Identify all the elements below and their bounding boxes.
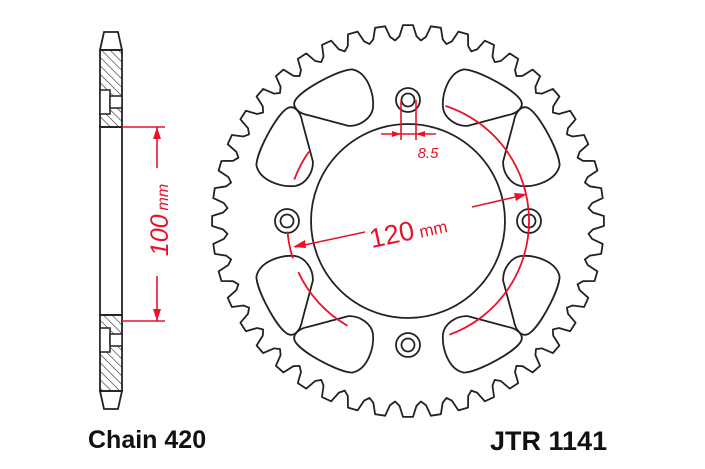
chain-label: Chain 420 [88, 426, 207, 454]
lightening-window [255, 106, 314, 188]
bolt-hole [400, 92, 416, 108]
bolt-hole [400, 337, 416, 353]
bolt-hole-dimension-label: 8.5 [418, 145, 440, 162]
bolt-recess-top-inner [109, 95, 123, 109]
bolt-hole-boss [395, 87, 421, 113]
arrow-head-icon [153, 309, 161, 321]
bolt-recess-bottom [99, 327, 111, 353]
bolt-recess-bottom-inner [109, 333, 123, 347]
part-number: JTR 1141 [490, 426, 608, 456]
center-bore [310, 123, 506, 319]
tooth-tip-top [98, 31, 124, 51]
hub-section [99, 126, 123, 316]
bolt-circle-arc [293, 151, 310, 180]
sprocket-teeth-outline [211, 24, 605, 418]
bolt-circle-dimension-label: 120mm [367, 208, 450, 254]
bolt-hole-boss [395, 332, 421, 358]
bolt-circle-arc [286, 231, 294, 259]
lightening-window [441, 315, 523, 374]
bolt-circle-dimension-line-left [294, 231, 366, 248]
arrow-head-icon [514, 193, 527, 201]
bolt-recess-top [99, 89, 111, 115]
bolt-circle-arc [297, 271, 348, 327]
bolt-hole-boss [274, 208, 300, 234]
lightening-window [293, 68, 375, 127]
arrow-head-icon [293, 240, 306, 248]
arrow-head-icon [153, 127, 161, 139]
bolt-circle-arc [445, 105, 530, 336]
lightening-window [255, 254, 314, 336]
bolt-hole [279, 213, 295, 229]
tooth-tip-bottom [98, 390, 124, 410]
lightening-window [441, 68, 523, 127]
lightening-window [502, 106, 561, 188]
sprocket-side-profile [98, 31, 124, 410]
hub-bore-dimension-label: 100mm [146, 184, 174, 256]
hatched-section-bottom [99, 314, 123, 392]
lightening-window [293, 315, 375, 374]
arrow-head-icon [416, 131, 425, 137]
arrow-head-icon [392, 131, 401, 137]
hatched-section-top [99, 49, 123, 128]
lightening-window [502, 254, 561, 336]
dimension-annotations [122, 100, 530, 336]
